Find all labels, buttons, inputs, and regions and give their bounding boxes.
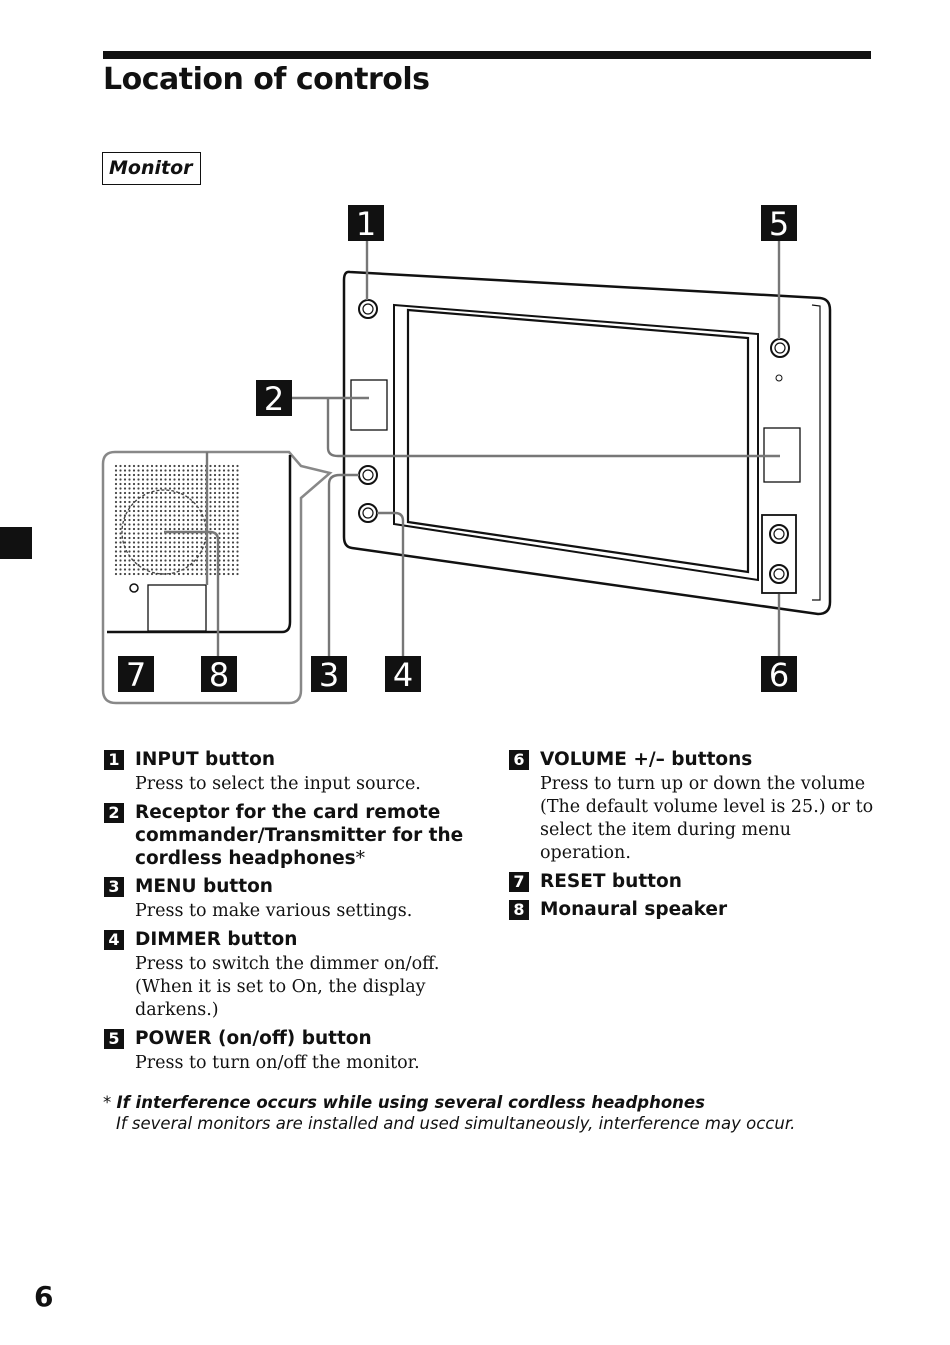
svg-text:5: 5: [769, 205, 789, 243]
svg-text:6: 6: [769, 656, 789, 694]
item-number-badge: 5: [104, 1029, 124, 1049]
list-item-monaural-speaker: 8 Monaural speaker: [509, 898, 879, 921]
footnote-marker: *: [103, 1093, 112, 1112]
callout-7: 7: [118, 656, 154, 694]
callout-5: 5: [761, 205, 797, 243]
item-title: Receptor for the card remote commander/T…: [135, 802, 464, 869]
item-description: Press to select the input source.: [135, 774, 421, 794]
callout-1: 1: [348, 205, 384, 243]
speaker-grille: [114, 464, 239, 576]
item-description: Press to make various settings.: [135, 901, 413, 921]
item-description: Press to switch the dimmer on/off. (When…: [135, 954, 440, 1020]
list-item-receptor: 2 Receptor for the card remote commander…: [104, 801, 494, 870]
monitor-diagram: 1 5 2 7 8 3 4 6: [101, 205, 832, 705]
item-title: VOLUME +/– buttons: [540, 749, 753, 770]
leader-lines: [164, 240, 781, 658]
indicator-led: [775, 374, 783, 382]
item-title: RESET button: [540, 871, 682, 892]
list-item-reset-button: 7 RESET button: [509, 870, 879, 893]
list-item-menu-button: 3 MENU button Press to make various sett…: [104, 875, 494, 923]
svg-text:2: 2: [264, 380, 284, 418]
callout-6: 6: [761, 656, 797, 694]
svg-text:3: 3: [319, 656, 339, 694]
item-number-badge: 3: [104, 877, 124, 897]
section-label: Monitor: [102, 152, 201, 185]
item-number-badge: 6: [509, 750, 529, 770]
svg-text:4: 4: [393, 656, 413, 694]
title-rule: [103, 51, 871, 59]
item-title: INPUT button: [135, 749, 275, 770]
item-title: POWER (on/off) button: [135, 1028, 372, 1049]
list-item-volume-buttons: 6 VOLUME +/– buttons Press to turn up or…: [509, 748, 879, 865]
svg-text:8: 8: [209, 656, 229, 694]
item-description: Press to turn up or down the volume (The…: [540, 774, 874, 863]
menu-button: [358, 465, 378, 485]
descriptions-right-column: 6 VOLUME +/– buttons Press to turn up or…: [509, 748, 879, 926]
volume-buttons: [761, 514, 797, 594]
item-number-badge: 1: [104, 750, 124, 770]
monitor-body: [342, 270, 832, 616]
callout-2: 2: [256, 380, 292, 418]
power-button: [770, 338, 790, 358]
footnote-body: If several monitors are installed and us…: [116, 1114, 796, 1133]
dimmer-button: [358, 503, 378, 523]
list-item-power-button: 5 POWER (on/off) button Press to turn on…: [104, 1027, 494, 1075]
receptor-window-left: [350, 379, 388, 431]
footnote: * If interference occurs while using sev…: [103, 1092, 795, 1134]
screen: [406, 308, 750, 574]
item-number-badge: 4: [104, 930, 124, 950]
inset-housing: [107, 455, 292, 634]
screen-frame: [393, 303, 759, 582]
callout-8: 8: [201, 656, 237, 694]
callout-3: 3: [311, 656, 347, 694]
page-number: 6: [34, 1280, 54, 1313]
item-title: Monaural speaker: [540, 899, 728, 920]
list-item-input-button: 1 INPUT button Press to select the input…: [104, 748, 494, 796]
rear-detail-inset: [101, 450, 333, 705]
svg-text:1: 1: [356, 205, 376, 243]
item-title: DIMMER button: [135, 929, 298, 950]
item-number-badge: 8: [509, 900, 529, 920]
footnote-marker: *: [355, 848, 365, 869]
item-description: Press to turn on/off the monitor.: [135, 1053, 420, 1073]
reset-button: [129, 583, 139, 593]
item-title: MENU button: [135, 876, 273, 897]
list-item-dimmer-button: 4 DIMMER button Press to switch the dimm…: [104, 928, 494, 1022]
footnote-title: If interference occurs while using sever…: [116, 1093, 705, 1112]
item-number-badge: 2: [104, 803, 124, 823]
callout-4: 4: [385, 656, 421, 694]
input-button: [358, 299, 378, 319]
page-title: Location of controls: [103, 62, 430, 97]
section-tab-marker: [0, 527, 32, 559]
item-number-badge: 7: [509, 872, 529, 892]
descriptions-left-column: 1 INPUT button Press to select the input…: [104, 748, 494, 1080]
svg-text:7: 7: [126, 656, 146, 694]
